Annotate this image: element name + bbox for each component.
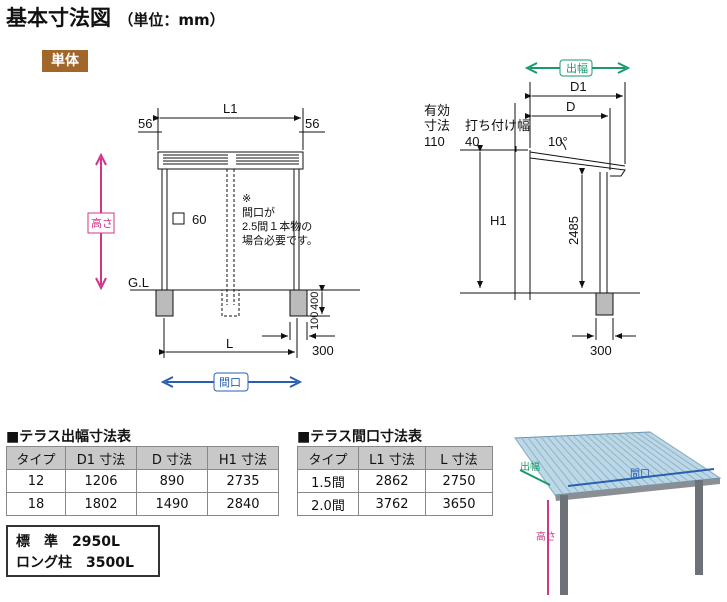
roof-rib: [559, 435, 611, 490]
illus-height: 高さ: [536, 530, 556, 543]
front-gutter: [157, 151, 304, 170]
side-footing-width: 300: [590, 343, 612, 358]
roof-rib: [553, 435, 603, 491]
effective-2: 寸法: [424, 118, 450, 133]
nail-margin-value: 40: [465, 134, 479, 149]
illus-depth: 出幅: [520, 460, 540, 473]
dim-D1: D1: [570, 79, 587, 94]
frontage-label: 間口: [219, 376, 241, 389]
post-size: 60: [192, 212, 206, 227]
table1-title: ■テラス出幅寸法表: [6, 429, 131, 445]
footing-depth: 400: [309, 292, 321, 310]
note-line-3: 2.5間１本物の: [242, 219, 312, 233]
roof-rib: [527, 437, 572, 494]
carport-illustration: [514, 431, 722, 595]
dim-left-56: 56: [138, 116, 152, 131]
pillar-length-box: 標 準 2950L ロング柱 3500L: [6, 525, 160, 577]
dim-right-56: 56: [305, 116, 319, 131]
right-footing: [289, 289, 308, 317]
side-footing: [595, 292, 614, 316]
roof-rib: [566, 435, 619, 489]
post-height: 2485: [566, 216, 581, 245]
table2-title: ■テラス間口寸法表: [297, 429, 422, 445]
footing-height: 100: [309, 312, 321, 330]
roof-rib: [540, 436, 587, 493]
page-title: 基本寸法図 （単位：mm）: [6, 6, 225, 30]
depth-label: 出幅: [566, 61, 588, 75]
pillar-standard: 標 準 2950L: [16, 534, 120, 550]
note-line-2: 間口が: [242, 205, 275, 219]
roof-rib: [578, 434, 634, 488]
effective-1: 有効: [424, 103, 450, 118]
roof-rib: [514, 437, 556, 496]
pillar-long: ロング柱 3500L: [16, 555, 134, 571]
side-roof: [529, 157, 626, 177]
height-label: 高さ: [91, 216, 113, 230]
dim-L: L: [226, 336, 233, 351]
nail-margin-label: 打ち付け幅: [465, 118, 530, 133]
note-line-4: 場合必要です。: [242, 233, 318, 247]
roof-rib: [546, 436, 595, 492]
illus-frontage: 間口: [630, 468, 650, 480]
effective-3: 110: [424, 134, 445, 149]
roof-rib: [521, 437, 564, 495]
dim-D: D: [566, 99, 575, 114]
roof-rib: [572, 435, 627, 489]
left-footing: [155, 289, 174, 317]
gl-label: G.L: [128, 275, 149, 290]
footing-width: 300: [312, 343, 334, 358]
dim-L1: L1: [223, 101, 237, 116]
roof-angle: 10°: [548, 134, 568, 149]
dim-H1: H1: [490, 213, 507, 228]
type-badge: 単体: [42, 50, 88, 72]
note-line-1: ※: [242, 193, 251, 205]
roof-rib: [533, 436, 579, 493]
